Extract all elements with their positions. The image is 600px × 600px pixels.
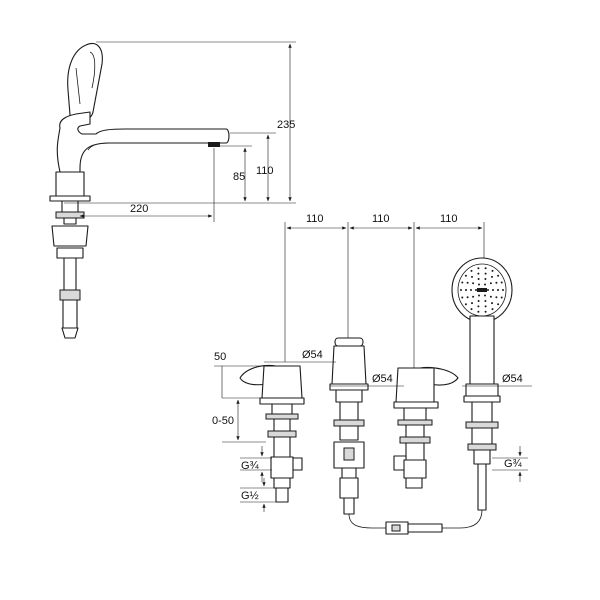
side-view-dimensions: 235 110 85 220 (64, 41, 296, 222)
nozzle-dot (478, 294, 480, 297)
nozzle-dot (495, 296, 498, 299)
nozzle-dot (500, 281, 503, 284)
nozzle-dot (461, 281, 464, 284)
dim-50-label: 50 (214, 351, 226, 363)
nozzle-dot (484, 283, 486, 286)
nozzle-dot (477, 267, 480, 270)
dim-g34-left-label: G¾ (241, 460, 260, 472)
nozzle-dot (495, 281, 498, 284)
dim-110-b-label: 110 (372, 213, 390, 225)
nozzle-dot (471, 302, 473, 305)
nozzle-dot (470, 289, 472, 291)
dim-85-label: 85 (233, 171, 245, 183)
nozzle-dot (475, 289, 477, 291)
side-view-spout (49, 43, 230, 339)
connecting-hose (348, 509, 483, 535)
nozzle-dot (487, 289, 489, 291)
dim-235-label: 235 (277, 119, 295, 131)
dim-g12-label: G½ (241, 490, 259, 502)
dim-0-50-label: 0-50 (212, 415, 234, 427)
nozzle-dot (477, 272, 480, 275)
nozzle-dot (497, 303, 500, 306)
nozzle-dot (471, 275, 473, 278)
nozzle-dot (477, 278, 480, 280)
side-spout-arm (56, 111, 230, 173)
nozzle-dot (464, 274, 467, 277)
nozzle-dot (484, 305, 487, 308)
dim-220-label: 220 (130, 203, 148, 215)
nozzle-dot (477, 300, 480, 302)
nozzle-dot (491, 269, 494, 272)
side-aerator (208, 142, 220, 147)
nozzle-dot (477, 310, 480, 313)
dim-110-c-label: 110 (440, 213, 458, 225)
nozzle-dot (478, 283, 480, 286)
nozzle-dot (491, 302, 493, 305)
nozzle-dot (470, 269, 473, 272)
nozzle-dot (489, 282, 492, 285)
nozzle-dot (465, 289, 467, 291)
nozzle-dot (491, 275, 493, 278)
front-hand-shower (451, 257, 513, 511)
front-view-spacing-dimensions: 110 110 110 (284, 213, 485, 372)
nozzle-dot (492, 289, 494, 291)
nozzle-dot (472, 295, 475, 298)
front-right-mixer (393, 366, 459, 489)
nozzle-dot (491, 308, 494, 311)
side-hand-shower (67, 43, 103, 122)
dim-d54-2-label: Ø54 (372, 373, 393, 385)
dim-d54-1-label: Ø54 (302, 349, 323, 361)
nozzle-dot (477, 305, 480, 308)
nozzle-dot (497, 274, 500, 277)
front-view-dimensions: 50 Ø54 0-50 G¾ G½ Ø54 Ø54 G¾ (212, 349, 532, 512)
hand-shower-handle (469, 315, 495, 385)
front-center-diverter (329, 337, 369, 515)
side-base-rosette (55, 171, 85, 197)
nozzle-dot (472, 282, 475, 285)
dim-110-side-label: 110 (256, 165, 274, 177)
nozzle-dot (500, 296, 503, 299)
nozzle-dot (502, 289, 504, 291)
dim-d54-3-label: Ø54 (502, 373, 523, 385)
nozzle-dot (484, 300, 487, 302)
nozzle-dot (461, 296, 464, 299)
dim-110-a-label: 110 (306, 213, 324, 225)
nozzle-dot (497, 289, 499, 291)
shower-nozzle-pattern (460, 267, 504, 313)
nozzle-dot (484, 278, 487, 280)
nozzle-dot (466, 281, 469, 284)
nozzle-dot (484, 294, 486, 297)
nozzle-dot (460, 289, 462, 291)
nozzle-dot (484, 267, 487, 270)
nozzle-dot (484, 272, 487, 275)
diverter-knob (334, 337, 364, 347)
nozzle-dot (489, 295, 492, 298)
nozzle-dot (470, 308, 473, 311)
dim-g34-right-label: G¾ (504, 458, 523, 470)
nozzle-dot (484, 310, 487, 313)
shower-center-logo (477, 288, 487, 292)
nozzle-dot (466, 296, 469, 299)
nozzle-dot (464, 303, 467, 306)
front-left-mixer (239, 364, 305, 503)
